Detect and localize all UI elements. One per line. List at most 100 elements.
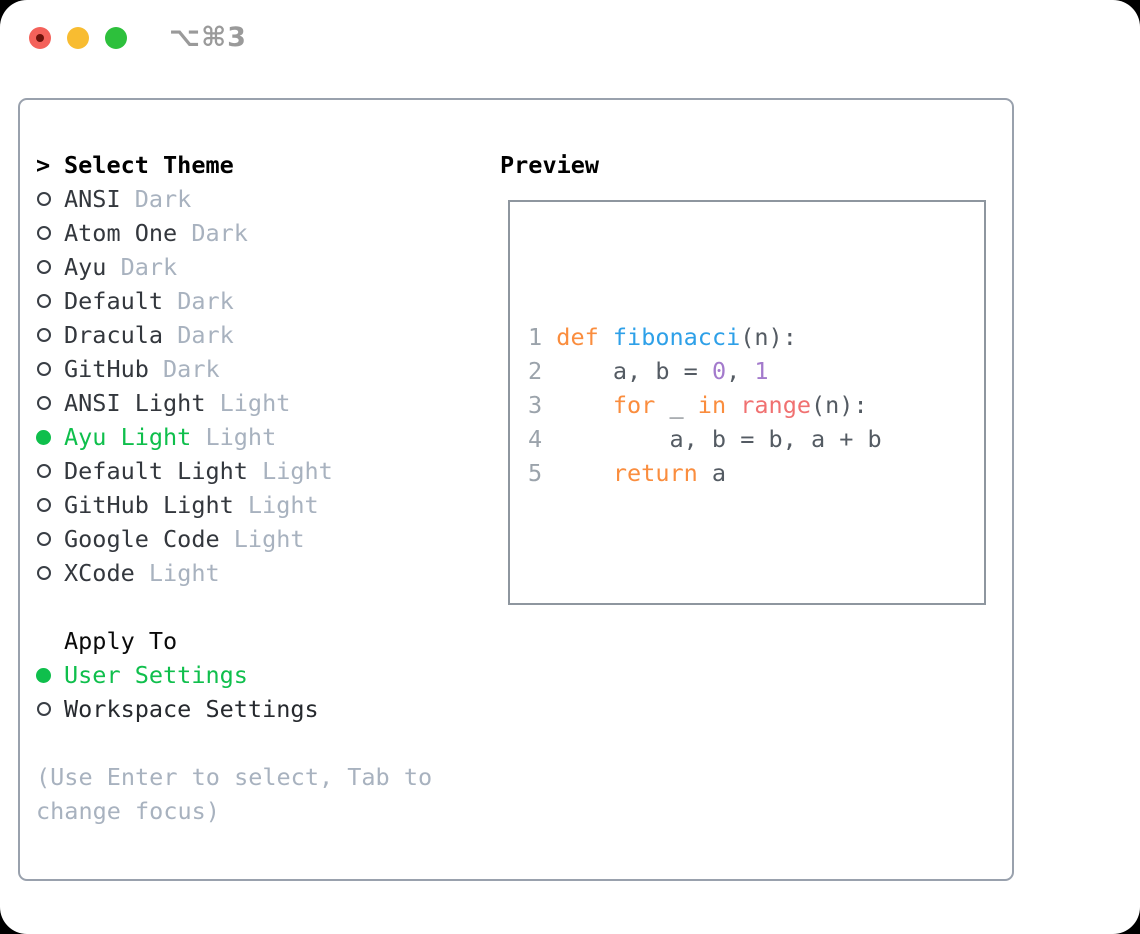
radio-selected-icon	[36, 429, 64, 445]
code-line: 5 return a	[528, 456, 984, 490]
code-token: fibonacci	[612, 323, 741, 351]
code-token	[556, 391, 613, 419]
close-button[interactable]	[29, 27, 51, 49]
prompt-caret-icon: >	[36, 151, 51, 179]
radio-unselected-icon	[36, 532, 64, 546]
code-token: _	[655, 391, 698, 419]
theme-variant: Light	[247, 457, 333, 485]
theme-name: Atom One	[64, 219, 178, 247]
radio-unselected-icon	[36, 260, 64, 274]
theme-name: GitHub	[64, 355, 149, 383]
theme-option-atom-one[interactable]: Atom One Dark	[36, 216, 482, 250]
radio-unselected-icon	[36, 226, 64, 240]
theme-name: Default Light	[64, 457, 248, 485]
code-token: range	[740, 391, 811, 419]
radio-unselected-icon	[36, 192, 64, 206]
minimize-button[interactable]	[67, 27, 89, 49]
close-dot-icon	[36, 34, 44, 42]
code-line: 1 def fibonacci(n):	[528, 320, 984, 354]
theme-option-github-light[interactable]: GitHub Light Light	[36, 488, 482, 522]
code-token: def	[556, 323, 599, 351]
theme-name: Dracula	[64, 321, 164, 349]
theme-variant: Dark	[163, 287, 234, 315]
radio-unselected-icon	[36, 566, 64, 580]
theme-name: Ayu Light	[64, 423, 192, 451]
preview-spacer	[528, 558, 984, 592]
zoom-button[interactable]	[105, 27, 127, 49]
preview-title: Preview	[500, 151, 600, 179]
code-token: (n):	[811, 391, 868, 419]
apply-to-header: Apply To	[36, 624, 482, 658]
code-token: 1	[754, 357, 769, 385]
theme-option-dracula[interactable]: Dracula Dark	[36, 318, 482, 352]
theme-variant: Light	[191, 423, 277, 451]
apply-option-label: Workspace Settings	[64, 695, 319, 723]
theme-variant: Dark	[120, 185, 192, 213]
code-line: 2 a, b = 0, 1	[528, 354, 984, 388]
code-token: ,	[726, 357, 755, 385]
window-title: ⌥⌘3	[169, 22, 247, 53]
theme-option-ansi-light[interactable]: ANSI Light Light	[36, 386, 482, 420]
theme-variant: Dark	[148, 355, 220, 383]
theme-name: ANSI	[64, 185, 121, 213]
theme-option-google-code[interactable]: Google Code Light	[36, 522, 482, 556]
code-line: 3 for _ in range(n):	[528, 388, 984, 422]
theme-name: ANSI Light	[64, 389, 206, 417]
code-token: a, b =	[556, 357, 712, 385]
theme-option-ayu-light[interactable]: Ayu Light Light	[36, 420, 482, 454]
theme-option-default[interactable]: Default Dark	[36, 284, 482, 318]
apply-to-title: Apply To	[64, 627, 178, 655]
help-text: (Use Enter to select, Tab to change focu…	[36, 763, 433, 825]
code-token	[726, 391, 740, 419]
theme-name: Default	[64, 287, 164, 315]
theme-variant: Light	[233, 491, 319, 519]
code-token: a	[697, 459, 727, 487]
theme-variant: Dark	[163, 321, 234, 349]
theme-option-default-light[interactable]: Default Light Light	[36, 454, 482, 488]
theme-variant: Light	[205, 389, 291, 417]
titlebar: ⌥⌘3	[29, 22, 247, 53]
radio-unselected-icon	[36, 328, 64, 342]
apply-option-workspace-settings[interactable]: Workspace Settings	[36, 692, 482, 726]
code-token: return	[612, 459, 698, 487]
radio-unselected-icon	[36, 498, 64, 512]
line-number: 5	[528, 459, 557, 487]
code-token: for	[612, 391, 656, 419]
code-token: (n):	[740, 323, 797, 351]
apply-option-user-settings[interactable]: User Settings	[36, 658, 482, 692]
radio-unselected-icon	[36, 396, 64, 410]
theme-option-xcode[interactable]: XCode Light	[36, 556, 482, 590]
theme-option-github[interactable]: GitHub Dark	[36, 352, 482, 386]
theme-name: Ayu	[64, 253, 107, 281]
theme-option-ayu[interactable]: Ayu Dark	[36, 250, 482, 284]
code-token: in	[697, 391, 727, 419]
theme-name: XCode	[64, 559, 135, 587]
select-theme-title: Select Theme	[64, 151, 234, 179]
line-number: 4	[528, 425, 557, 453]
line-number: 1	[528, 323, 557, 351]
radio-unselected-icon	[36, 362, 64, 376]
code-token	[556, 459, 613, 487]
theme-variant: Light	[219, 525, 305, 553]
code-token: 0	[711, 357, 727, 385]
line-number: 3	[528, 391, 557, 419]
code-token	[599, 323, 613, 351]
radio-unselected-icon	[36, 294, 64, 308]
theme-variant: Dark	[177, 219, 248, 247]
line-number: 2	[528, 357, 557, 385]
theme-name: GitHub Light	[64, 491, 234, 519]
radio-unselected-icon	[36, 464, 64, 478]
theme-option-ansi[interactable]: ANSI Dark	[36, 182, 482, 216]
code-line: 4 a, b = b, a + b	[528, 422, 984, 456]
radio-selected-icon	[36, 667, 64, 683]
theme-name: Google Code	[64, 525, 220, 553]
theme-variant: Light	[134, 559, 220, 587]
code-token: a, b = b, a + b	[556, 425, 882, 453]
